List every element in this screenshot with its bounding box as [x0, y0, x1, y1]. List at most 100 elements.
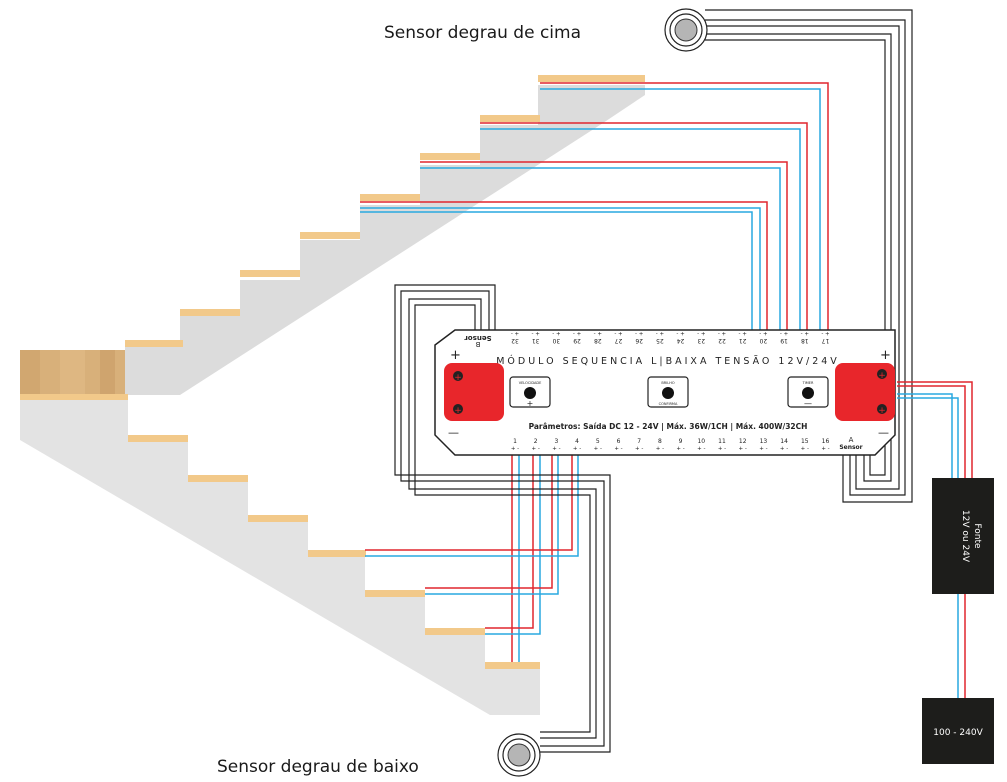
top-terminal-number: 27: [615, 337, 623, 344]
bottom-terminal-number: 6: [617, 438, 621, 445]
bottom-terminal-polarity: + -: [635, 446, 643, 452]
screw-icon: [453, 371, 463, 381]
bottom-terminal-polarity: + -: [718, 446, 726, 452]
sensor-cable: [394, 284, 611, 753]
bottom-terminal-polarity: + -: [594, 446, 602, 452]
power-supply: Fonte 12V ou 24V: [932, 478, 994, 594]
speed-knob-label: VELOCIDADE: [519, 381, 542, 385]
tread: [125, 340, 183, 347]
top-terminal-polarity: + -: [801, 330, 809, 336]
sensor-cable: [705, 33, 892, 482]
bottom-terminal-row: 1+ -2+ -3+ -4+ -5+ -6+ -7+ -8+ -9+ -10+ …: [511, 438, 830, 452]
top-terminal-polarity: + -: [614, 330, 622, 336]
speed-knob-icon[interactable]: [524, 387, 536, 399]
landing-wood-grain: [60, 350, 85, 395]
sensor-b-word: Sensor: [464, 334, 492, 342]
brightness-knob-icon[interactable]: [662, 387, 674, 399]
top-terminal-number: 30: [552, 337, 560, 344]
bottom-terminal-number: 7: [637, 438, 641, 445]
landing-wood-grain: [20, 350, 40, 395]
screw-cross: +: [878, 406, 886, 416]
top-terminal-polarity: + -: [821, 330, 829, 336]
power-wires: [897, 381, 973, 700]
negative-wire: [425, 455, 559, 595]
bottom-terminal-number: 15: [801, 438, 809, 445]
bottom-terminal-number: 14: [780, 438, 788, 445]
mains-label: 100 - 240V: [933, 728, 983, 738]
sensor-a-letter: A: [849, 436, 854, 444]
bottom-terminal-number: 8: [658, 438, 662, 445]
bottom-terminal-polarity: + -: [532, 446, 540, 452]
top-terminal-number: 25: [656, 337, 664, 344]
top-terminal-row: 32+ -31+ -30+ -29+ -28+ -27+ -26+ -25+ -…: [511, 330, 830, 344]
negative-wire: [485, 455, 541, 635]
tread: [538, 75, 645, 82]
sensor-lens: [507, 743, 531, 767]
tread: [300, 232, 360, 239]
top-terminal-polarity: + -: [676, 330, 684, 336]
bottom-sensor-label: Sensor degrau de baixo: [217, 757, 419, 777]
top-terminal-number: 23: [697, 337, 705, 344]
bottom-terminal-number: 1: [513, 438, 517, 445]
top-terminal-polarity: + -: [780, 330, 788, 336]
top-terminal-polarity: + -: [552, 330, 560, 336]
top-terminal-polarity: + -: [697, 330, 705, 336]
tread: [248, 515, 308, 522]
top-terminal-number: 22: [718, 337, 726, 344]
timer-knob-icon[interactable]: [802, 387, 814, 399]
negative-wire: [360, 207, 761, 330]
negative-wire: [360, 211, 753, 330]
brightness-knob-label: BRILHO: [661, 381, 674, 385]
bottom-terminal-polarity: + -: [801, 446, 809, 452]
bottom-terminal-polarity: + -: [656, 446, 664, 452]
top-terminal-number: 28: [594, 337, 602, 344]
mains-input: 100 - 240V: [922, 698, 994, 764]
top-terminal-polarity: + -: [532, 330, 540, 336]
positive-wire: [360, 201, 768, 330]
tread: [20, 394, 128, 400]
bottom-terminal-polarity: + -: [697, 446, 705, 452]
timer-knob-sign: —: [804, 399, 812, 408]
tread: [485, 662, 540, 669]
bottom-terminal-polarity: + -: [676, 446, 684, 452]
power-supply-line1: Fonte: [972, 523, 982, 549]
sequence-module: 32+ -31+ -30+ -29+ -28+ -27+ -26+ -25+ -…: [434, 329, 896, 456]
top-sensor: [664, 8, 708, 52]
bottom-terminal-number: 13: [760, 438, 768, 445]
sensor-cable: [705, 9, 913, 503]
bottom-terminal-number: 9: [679, 438, 683, 445]
left-power-terminal: [444, 363, 504, 421]
negative-wire: [480, 128, 801, 330]
positive-wire: [420, 161, 788, 330]
tread: [128, 435, 188, 442]
sensor-cable: [400, 290, 605, 747]
tread: [360, 194, 420, 201]
bottom-terminal-number: 11: [718, 438, 726, 445]
top-terminal-polarity: + -: [656, 330, 664, 336]
landing-wood-grain: [100, 350, 115, 395]
positive-wire: [540, 82, 829, 330]
top-terminal-number: 31: [532, 337, 540, 344]
bottom-terminal-polarity: + -: [614, 446, 622, 452]
sensor-cables: [394, 9, 913, 753]
bottom-terminal-polarity: + -: [759, 446, 767, 452]
top-terminal-polarity: + -: [718, 330, 726, 336]
screw-cross: +: [878, 371, 886, 381]
top-terminal-polarity: + -: [573, 330, 581, 336]
tread: [420, 153, 480, 160]
lower-staircase: [20, 400, 540, 715]
top-terminal-number: 26: [635, 337, 643, 344]
sensor-b-letter: B: [475, 340, 480, 348]
negative-wire: [540, 88, 821, 330]
positive-wire: [480, 122, 808, 330]
tread: [240, 270, 300, 277]
bottom-terminal-polarity: + -: [511, 446, 519, 452]
minus-right: —: [878, 426, 889, 439]
bottom-terminal-number: 10: [697, 438, 705, 445]
positive-wire: [485, 455, 534, 629]
top-terminal-number: 32: [511, 337, 519, 344]
negative-wire: [897, 393, 953, 480]
top-terminal-number: 29: [573, 337, 581, 344]
module-parameters: Parâmetros: Saída DC 12 - 24V | Máx. 36W…: [529, 422, 808, 432]
